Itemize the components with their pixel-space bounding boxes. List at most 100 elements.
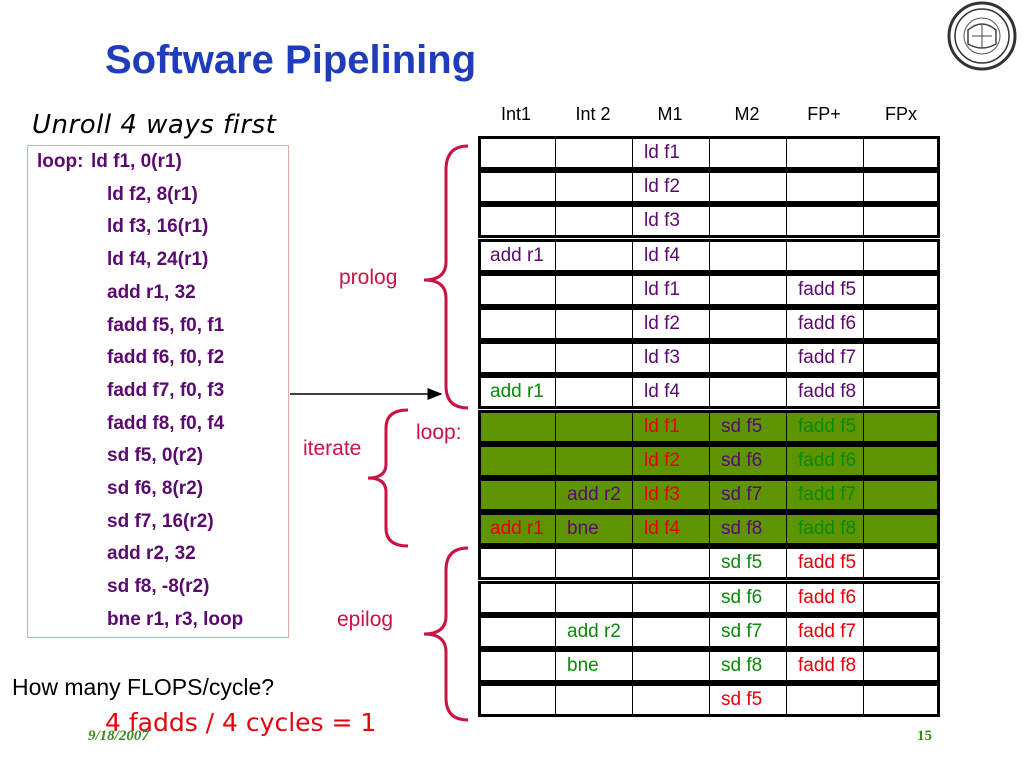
- column-divider: [632, 241, 633, 270]
- column-divider: [709, 549, 710, 578]
- column-divider: [632, 139, 633, 167]
- column-divider: [709, 515, 710, 544]
- column-header: Int 2: [575, 104, 611, 124]
- code-line: add r1, 32: [107, 281, 196, 303]
- column-divider: [555, 583, 556, 612]
- table-cell: fadd f7: [798, 484, 857, 505]
- column-divider: [863, 310, 864, 338]
- column-divider: [555, 207, 556, 236]
- column-divider: [632, 617, 633, 646]
- column-divider: [863, 583, 864, 612]
- column-divider: [632, 686, 633, 715]
- table-cell: ld f4: [644, 518, 680, 540]
- table-cell: ld f1: [644, 278, 680, 300]
- table-cell: fadd f5: [798, 278, 857, 300]
- column-divider: [632, 173, 633, 202]
- code-line: sd f8, -8(r2): [107, 576, 210, 598]
- column-divider: [555, 617, 556, 646]
- table-cell: fadd f5: [798, 415, 857, 437]
- code-label: loop:: [37, 151, 84, 172]
- column-divider: [786, 275, 787, 304]
- column-divider: [555, 139, 556, 167]
- column-divider: [786, 139, 787, 167]
- column-divider: [863, 378, 864, 407]
- table-cell: fadd f5: [798, 552, 857, 574]
- column-divider: [863, 617, 864, 646]
- column-divider: [863, 139, 864, 167]
- subtitle: Unroll 4 ways first: [32, 110, 277, 140]
- code-line: sd f7, 16(r2): [107, 510, 214, 532]
- column-divider: [632, 446, 633, 475]
- column-divider: [786, 446, 787, 475]
- column-header: FP+: [807, 104, 841, 124]
- column-divider: [555, 310, 556, 338]
- table-cell: ld f3: [644, 347, 680, 369]
- table-cell: sd f5: [721, 415, 763, 437]
- epilog-label: epilog: [337, 608, 394, 631]
- table-cell: ld f4: [644, 381, 680, 403]
- column-divider: [555, 344, 556, 373]
- column-divider: [709, 652, 710, 680]
- column-divider: [709, 412, 710, 441]
- table-cell: fadd f7: [798, 620, 857, 642]
- code-line: bne r1, r3, loop: [107, 608, 244, 630]
- column-divider: [863, 173, 864, 202]
- code-line: sd f5, 0(r2): [107, 445, 204, 467]
- column-header: M2: [734, 104, 760, 124]
- column-divider: [786, 378, 787, 407]
- column-divider: [786, 310, 787, 338]
- prolog-brace: [423, 144, 469, 410]
- column-divider: [863, 686, 864, 715]
- table-cell: ld f2: [644, 449, 680, 471]
- column-divider: [632, 549, 633, 578]
- table-row: ld f1 fadd f5: [478, 272, 940, 307]
- table-cell: fadd f6: [798, 313, 857, 334]
- slide-title: Software Pipelining: [105, 38, 477, 82]
- column-divider: [632, 583, 633, 612]
- table-cell: sd f7: [721, 484, 763, 505]
- column-divider: [709, 275, 710, 304]
- table-cell: add r2: [567, 484, 621, 505]
- table-cell: ld f1: [644, 142, 680, 163]
- code-line: fadd f6, f0, f2: [107, 347, 225, 369]
- column-divider: [555, 515, 556, 544]
- column-divider: [786, 344, 787, 373]
- table-cell: fadd f8: [798, 518, 857, 540]
- table-cell: sd f8: [721, 518, 763, 540]
- code-line: ld f2, 8(r1): [107, 183, 198, 205]
- table-cell: add r2: [567, 620, 621, 642]
- page-number: 15: [917, 728, 932, 744]
- table-cell: fadd f8: [798, 381, 857, 403]
- table-row: add r1 ld f4 fadd f8: [478, 375, 940, 410]
- column-header: FPx: [884, 104, 917, 124]
- table-cell: add r1: [490, 381, 544, 403]
- column-divider: [863, 549, 864, 578]
- code-line: ld f3, 16(r1): [107, 216, 209, 238]
- answer-text: 4 fadds / 4 cycles = 1: [105, 708, 377, 737]
- column-divider: [632, 275, 633, 304]
- table-cell: sd f8: [721, 655, 763, 676]
- column-divider: [709, 344, 710, 373]
- column-divider: [555, 446, 556, 475]
- table-cell: ld f2: [644, 176, 680, 198]
- column-divider: [709, 139, 710, 167]
- column-divider: [555, 549, 556, 578]
- column-divider: [709, 686, 710, 715]
- column-divider: [555, 173, 556, 202]
- column-divider: [632, 207, 633, 236]
- table-cell: bne: [567, 518, 599, 540]
- loop-label: loop:: [416, 421, 462, 444]
- column-divider: [786, 412, 787, 441]
- footer-date: 9/18/2007: [88, 728, 149, 744]
- table-cell: bne: [567, 655, 599, 676]
- column-divider: [863, 207, 864, 236]
- column-divider: [786, 481, 787, 509]
